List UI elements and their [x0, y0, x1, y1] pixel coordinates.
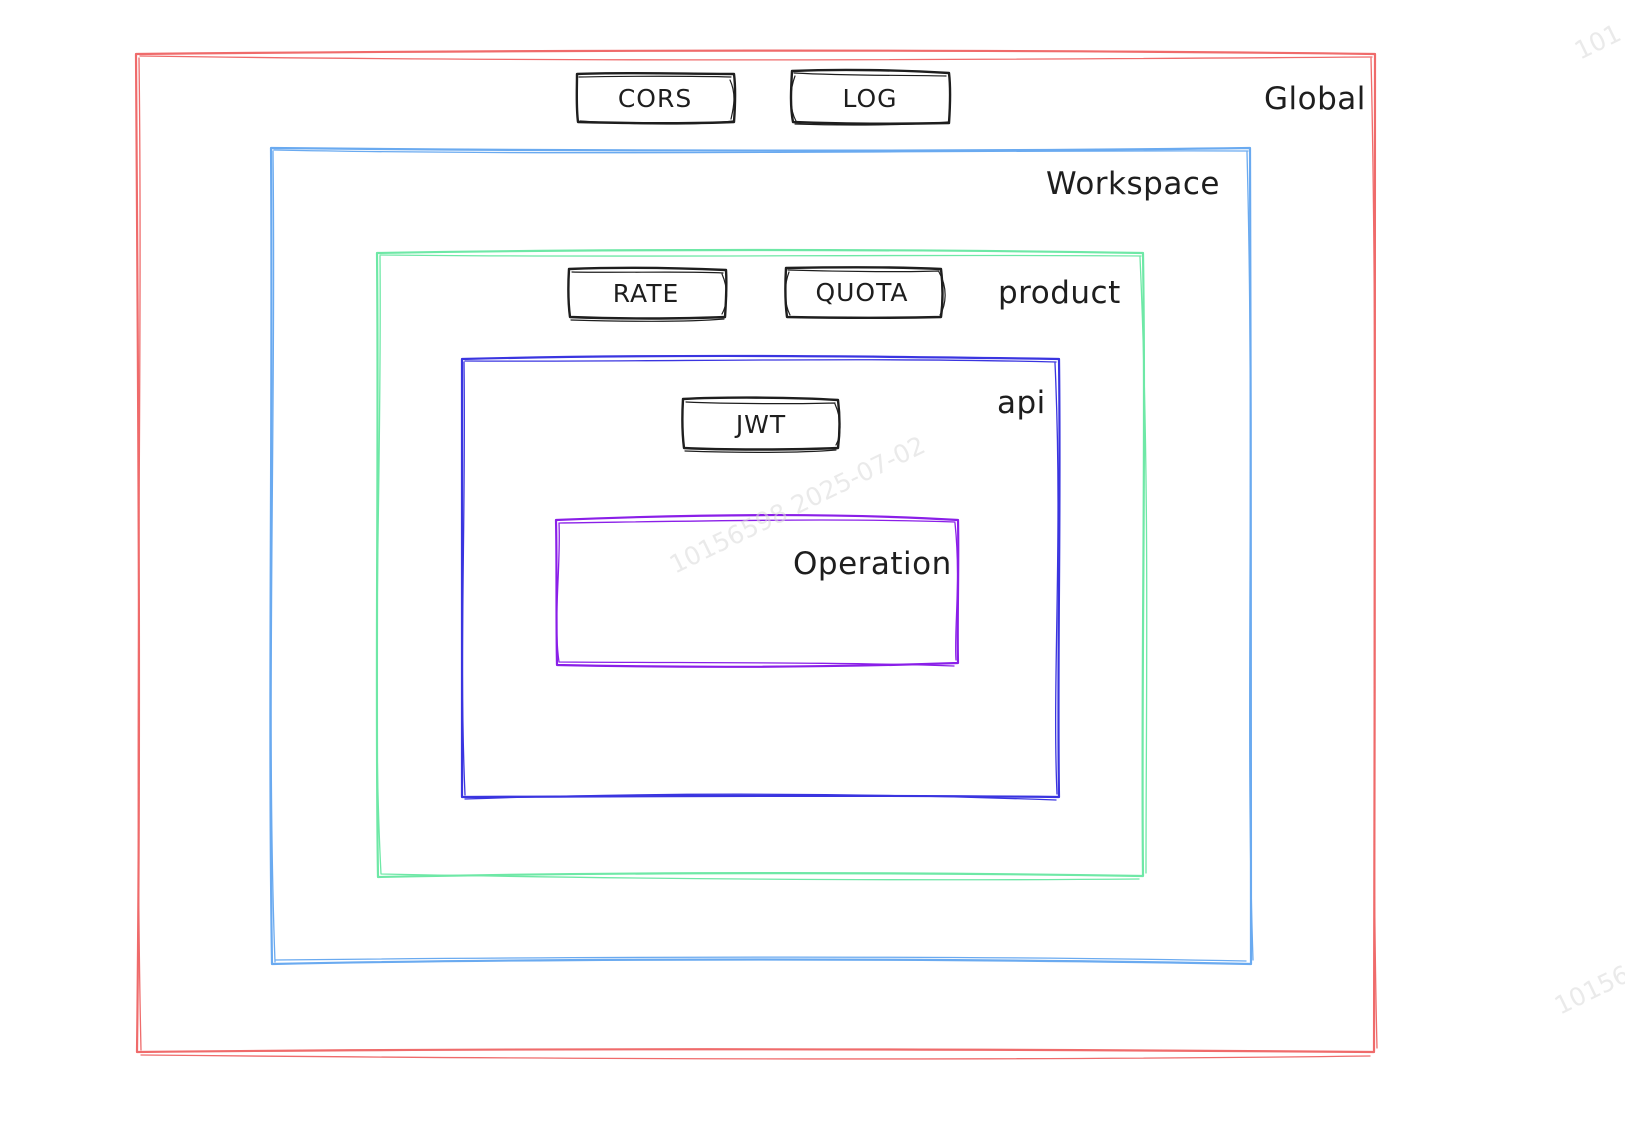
rate-policy-box: RATE	[567, 266, 728, 322]
workspace-scope-label: Workspace	[1046, 166, 1220, 202]
api-scope-frame	[460, 354, 1061, 801]
cors-policy-box: CORS	[575, 71, 737, 125]
log-policy-box: LOG	[789, 68, 952, 126]
operation-scope-label: Operation	[793, 546, 952, 582]
product-scope-label: product	[998, 275, 1121, 311]
cors-policy-label: CORS	[618, 84, 692, 113]
watermark-edge-top: 101	[1570, 18, 1625, 65]
rate-policy-label: RATE	[613, 279, 680, 308]
jwt-policy-box: JWT	[681, 396, 841, 453]
product-scope-frame	[375, 248, 1148, 881]
global-scope-frame	[134, 49, 1378, 1060]
global-scope-label: Global	[1264, 81, 1366, 117]
log-policy-label: LOG	[842, 84, 897, 113]
operation-scope-frame	[554, 514, 960, 668]
jwt-policy-label: JWT	[734, 410, 786, 439]
workspace-scope-frame	[269, 146, 1254, 966]
watermark-edge-bottom: 10156	[1550, 959, 1625, 1020]
quota-policy-label: QUOTA	[815, 278, 908, 307]
api-scope-label: api	[997, 385, 1046, 421]
quota-policy-box: QUOTA	[784, 266, 946, 319]
